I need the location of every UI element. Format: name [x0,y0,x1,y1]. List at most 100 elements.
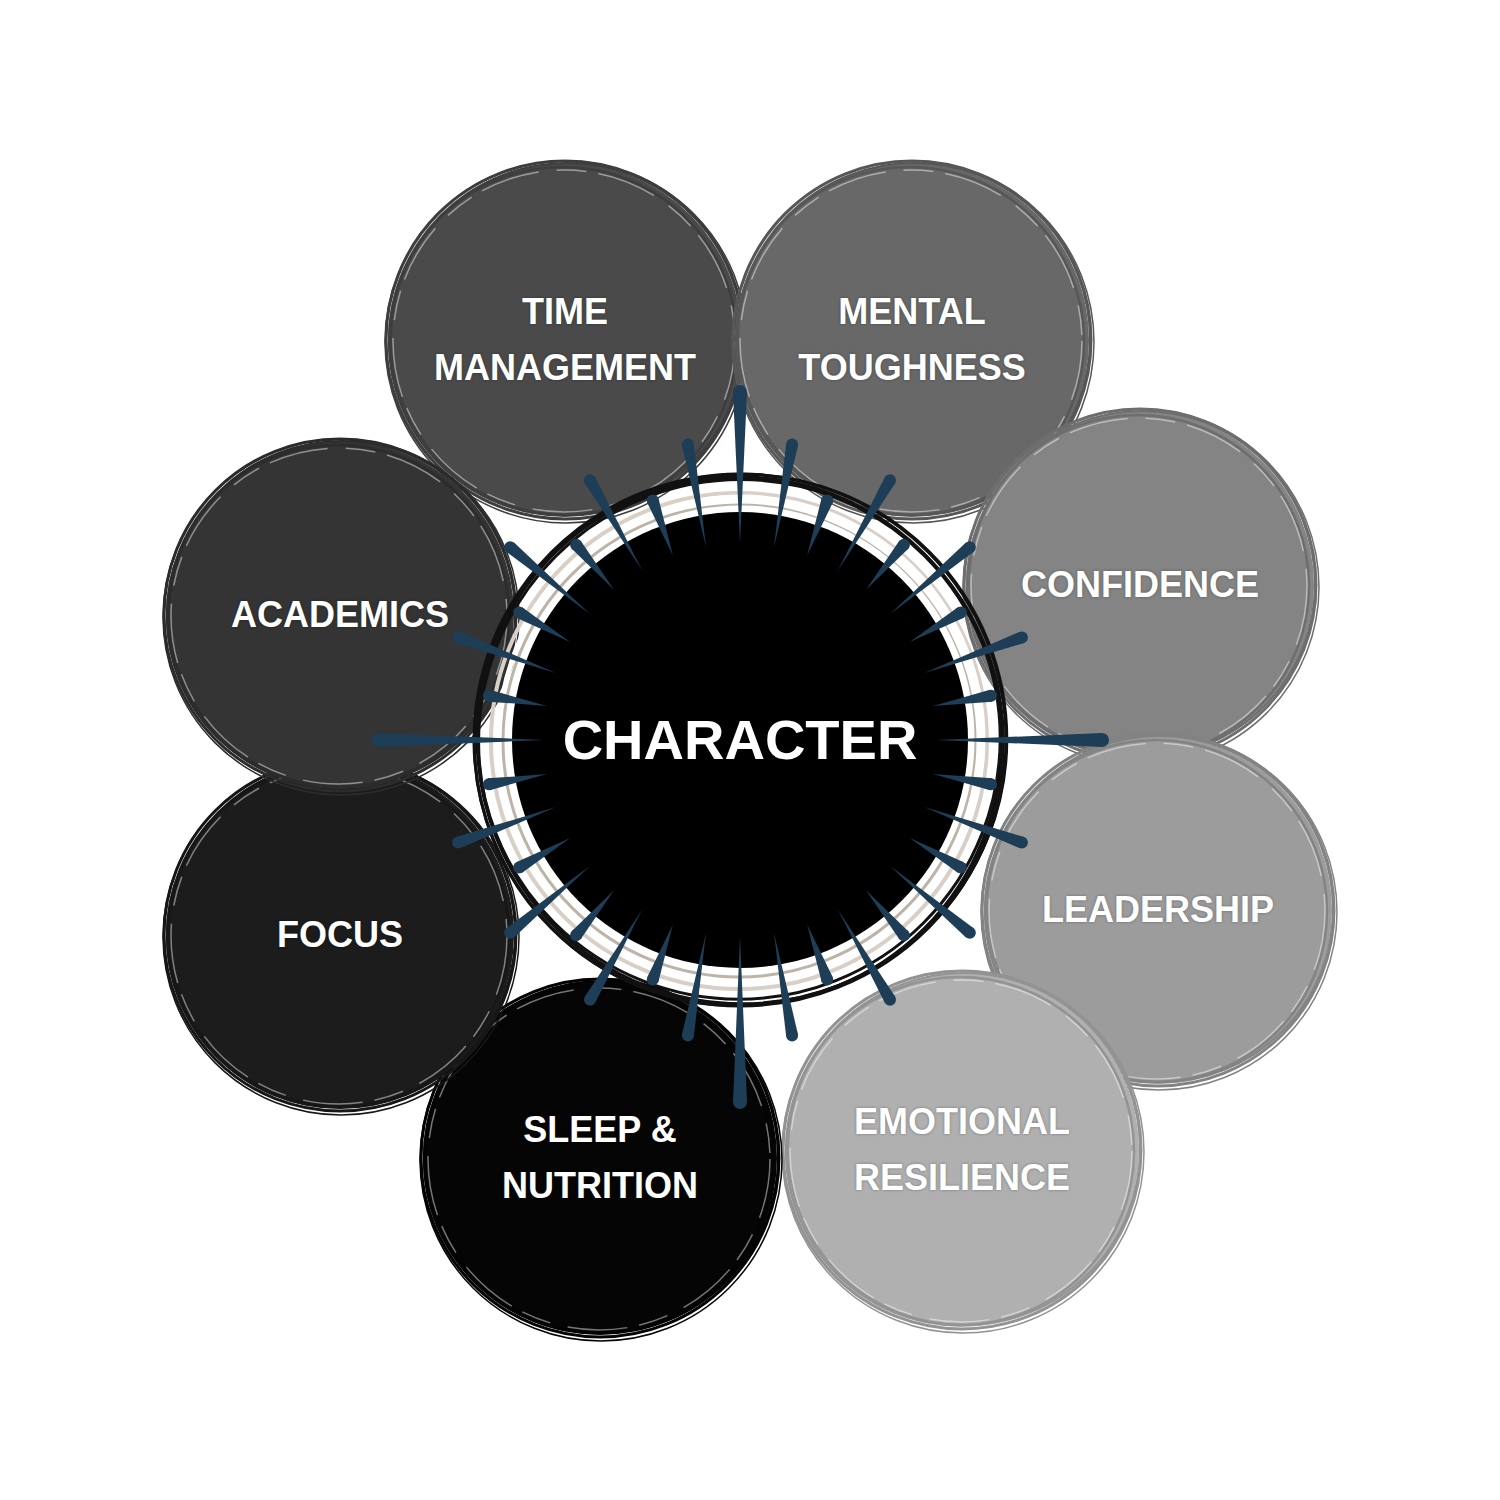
petal-fill [166,441,514,789]
ray-tip [985,690,997,702]
ray-tip [452,631,464,643]
scribble-ring [167,765,509,1107]
petal-label: LEADERSHIP [1042,882,1274,938]
ray [733,936,747,1102]
scribble-ring [478,477,1000,999]
ray [933,774,992,790]
ray-tip [964,541,976,553]
scribble-highlight [393,170,735,512]
petal-fill [785,973,1139,1327]
ray-tip [1016,837,1028,849]
petal-label: SLEEP & NUTRITION [480,1102,720,1214]
ray-tip [504,927,516,939]
ray [924,807,1024,848]
ray [378,733,544,747]
ray [488,774,547,790]
ray-tip [452,837,464,849]
text-holder: CHARACTER [468,468,1012,1012]
ray-tip [786,439,798,451]
scribble-highlight [171,448,507,784]
scribble-ring [474,474,1006,1006]
circle-outline [777,965,1147,1335]
petal-label: CONFIDENCE [1021,557,1259,613]
text-holder: ACADEMICS [158,433,522,797]
ray-tip [964,927,976,939]
ray-tip [513,607,525,619]
ray [647,924,673,981]
ray-tip [504,541,516,553]
ray-tip [955,607,967,619]
ray-tip [884,994,896,1006]
ray-tip [584,994,596,1006]
ray [682,933,706,1036]
ray-tip [733,1095,747,1109]
ray [516,838,570,873]
scribble-ring [782,971,1144,1333]
scribble-ring [389,167,737,515]
ray [516,607,570,642]
ray-tip [682,1029,694,1041]
ray [488,690,547,706]
ray-tip [1095,733,1109,747]
ray-tip [570,539,582,551]
ray [774,444,798,547]
scribble-highlight [171,768,507,1104]
ray-tip [898,929,910,941]
center-label: CHARACTER [563,697,918,784]
ray-tip [483,690,495,702]
scribble-ring [163,759,519,1115]
ray-tip [1016,631,1028,643]
ray-tip [985,778,997,790]
ray [585,910,642,1003]
ray [506,866,590,937]
petal-fill [166,761,514,1109]
ray [571,890,614,939]
petal-circle: EMOTIONAL RESILIENCE [777,965,1147,1335]
ray [936,733,1102,747]
petal-circle: ACADEMICS [158,433,522,797]
inner-ring [509,507,973,971]
ray [933,690,992,706]
inner-ring [491,493,987,989]
petal-label: FOCUS [277,907,403,963]
ray [571,541,614,590]
ray-tip [483,778,495,790]
scribble-ring [964,409,1316,761]
ray-tip [584,474,596,486]
ray [890,866,974,937]
ray-tip [884,474,896,486]
scribble-ring [386,161,744,519]
ray-tip [786,1029,798,1041]
scribble-ring [783,971,1141,1329]
scribble-ring [967,415,1309,757]
ray [774,933,798,1036]
text-holder: EMOTIONAL RESILIENCE [777,965,1147,1335]
ray [456,632,556,673]
ray-tip [682,439,694,451]
petal-label: MENTAL TOUGHNESS [762,284,1062,396]
ray [890,543,974,614]
ray [910,607,964,642]
ray [838,477,895,570]
ray [807,498,833,555]
ray-tip [513,862,525,874]
scribble-ring [786,977,1134,1325]
scribble-ring [963,409,1319,765]
ray [838,910,895,1003]
ray-tip [821,494,833,506]
ray [733,392,747,544]
ray-tip [570,929,582,941]
ray-tip [821,974,833,986]
ray [910,838,964,873]
scribble-ring [164,759,516,1111]
inner-ring [499,497,983,981]
ray [866,890,909,939]
ray [506,543,590,614]
ray-tip [733,385,747,399]
inner-ring [503,505,975,977]
petal-label: ACADEMICS [231,587,449,643]
scribble-highlight [971,418,1307,754]
text-holder: CONFIDENCE [958,403,1322,767]
ray [682,444,706,547]
